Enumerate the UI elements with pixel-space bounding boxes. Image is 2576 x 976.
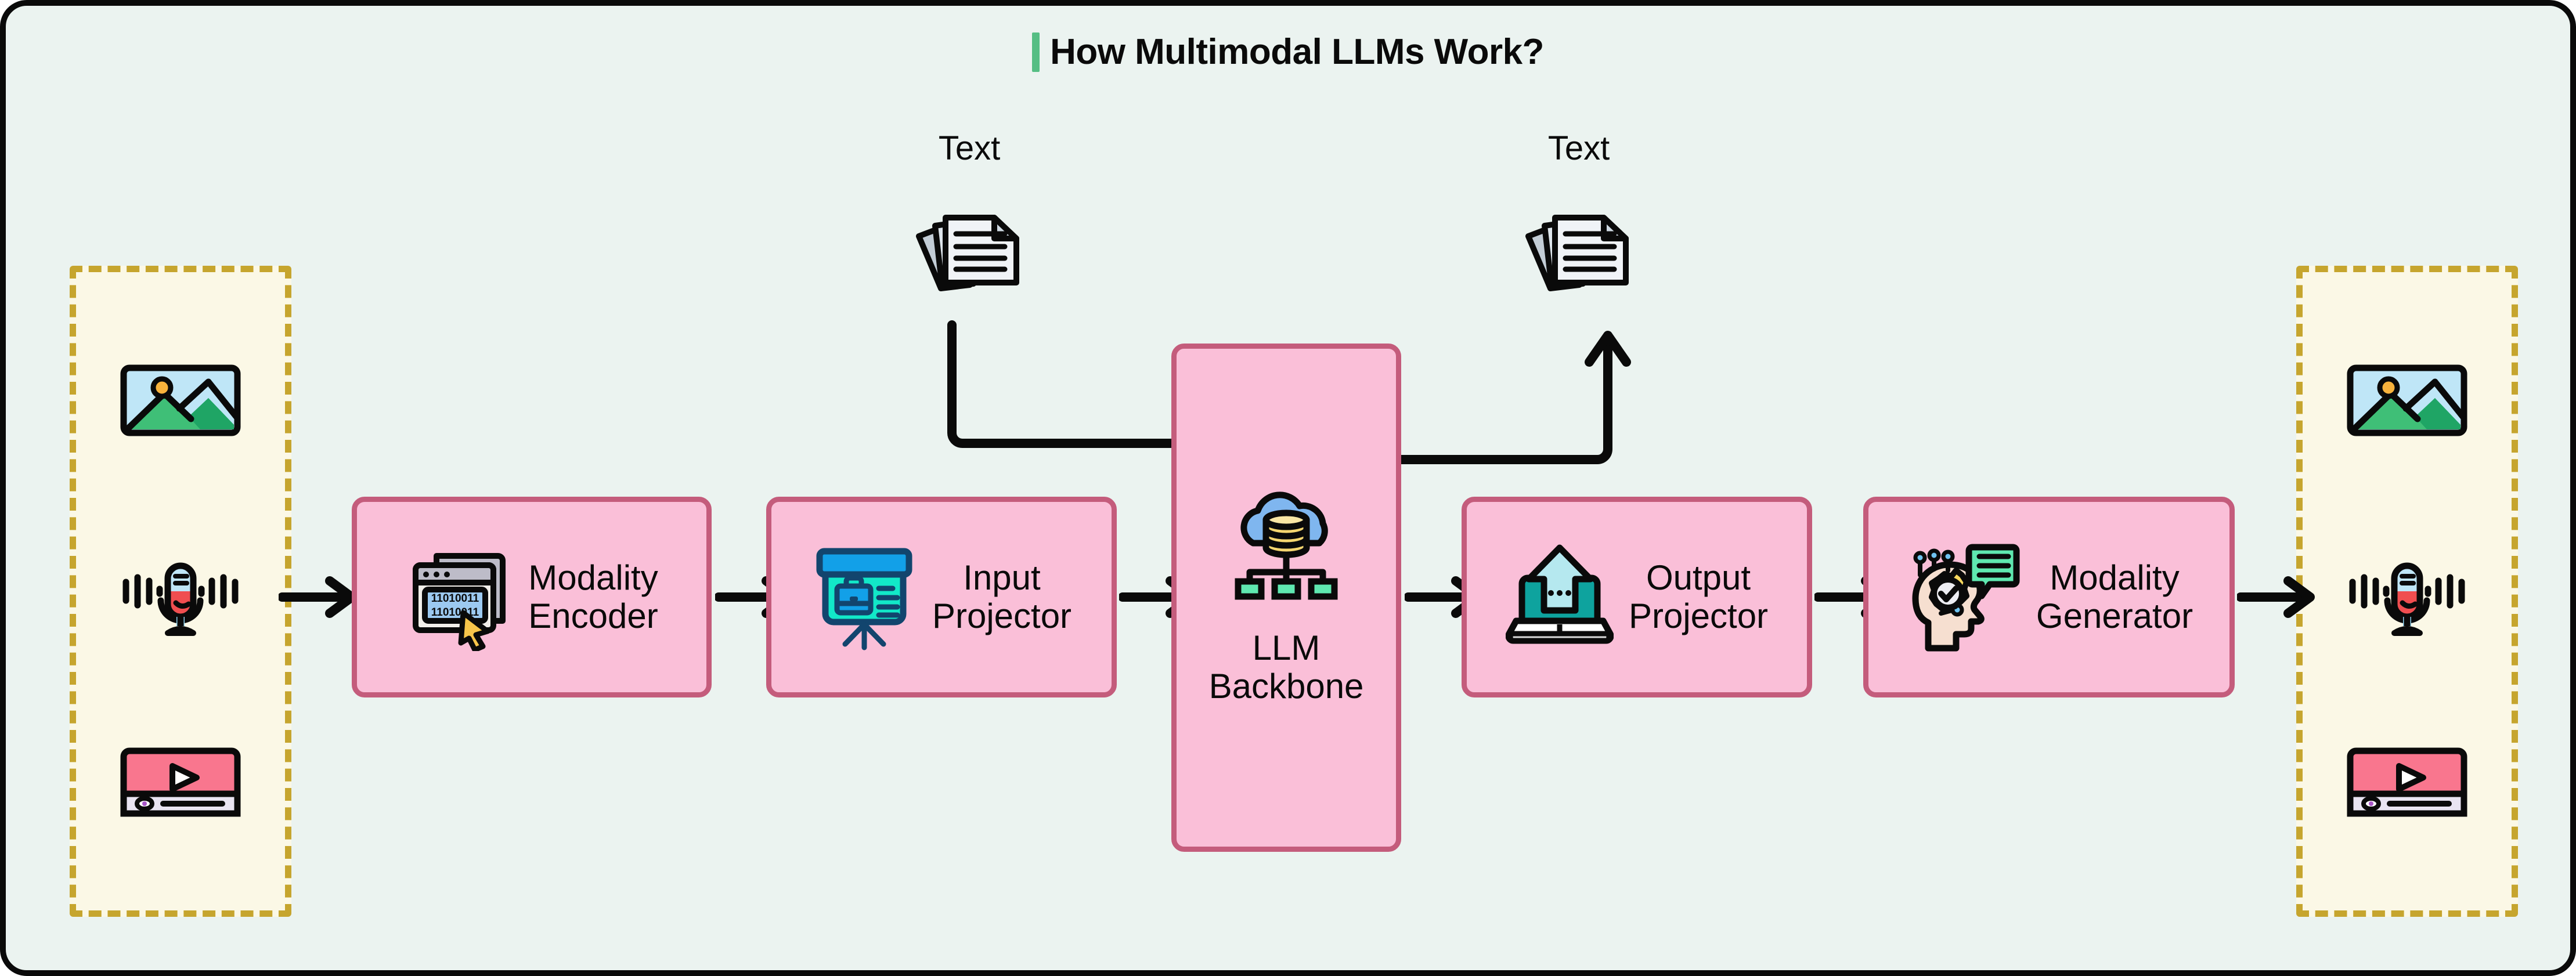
text-output-label: Text — [1547, 129, 1610, 167]
ai-head-chat-icon — [1912, 544, 2020, 652]
page-title: How Multimodal LLMs Work? — [6, 31, 2570, 73]
laptop-upload-icon — [1505, 544, 1614, 644]
presentation-board-icon — [816, 548, 912, 650]
title-label: How Multimodal LLMs Work? — [1050, 32, 1544, 72]
stage-label-llm-backbone: LLM Backbone — [1208, 628, 1364, 706]
input-modalities-panel — [70, 266, 291, 917]
cloud-database-network-icon — [1235, 491, 1338, 600]
text-output-node: Text — [1498, 129, 1660, 292]
microphone-audio-icon — [2349, 562, 2465, 636]
binary-window-cursor-icon: 11010011 11010011 — [413, 553, 506, 651]
title-accent-bar — [1032, 32, 1040, 72]
arrow-right-icon — [279, 576, 356, 618]
stage-label-modality-generator: Modality Generator — [2036, 558, 2193, 635]
stage-llm-backbone[interactable]: LLM Backbone — [1171, 344, 1401, 852]
video-player-icon — [120, 747, 241, 817]
output-modalities-panel — [2296, 266, 2518, 917]
stage-input-projector[interactable]: Input Projector — [766, 497, 1117, 697]
video-player-icon — [2347, 747, 2467, 817]
stage-modality-encoder[interactable]: 11010011 11010011 Modality Encoder — [352, 497, 712, 697]
text-input-node: Text — [888, 129, 1051, 292]
stacked-documents-icon — [916, 215, 1019, 291]
image-icon — [120, 364, 241, 436]
arrow-right-icon — [2237, 576, 2315, 618]
stage-label-modality-encoder: Modality Encoder — [528, 558, 658, 635]
stage-label-output-projector: Output Projector — [1628, 558, 1769, 635]
stage-label-input-projector: Input Projector — [932, 558, 1072, 635]
stacked-documents-icon — [1525, 215, 1629, 291]
text-input-label: Text — [938, 129, 1001, 167]
stage-modality-generator[interactable]: Modality Generator — [1863, 497, 2235, 697]
svg-text:11010011: 11010011 — [431, 592, 479, 605]
elbow-llm-to-text-out — [1386, 331, 1631, 464]
stage-output-projector[interactable]: Output Projector — [1462, 497, 1812, 697]
microphone-audio-icon — [122, 562, 239, 636]
image-icon — [2347, 364, 2467, 436]
